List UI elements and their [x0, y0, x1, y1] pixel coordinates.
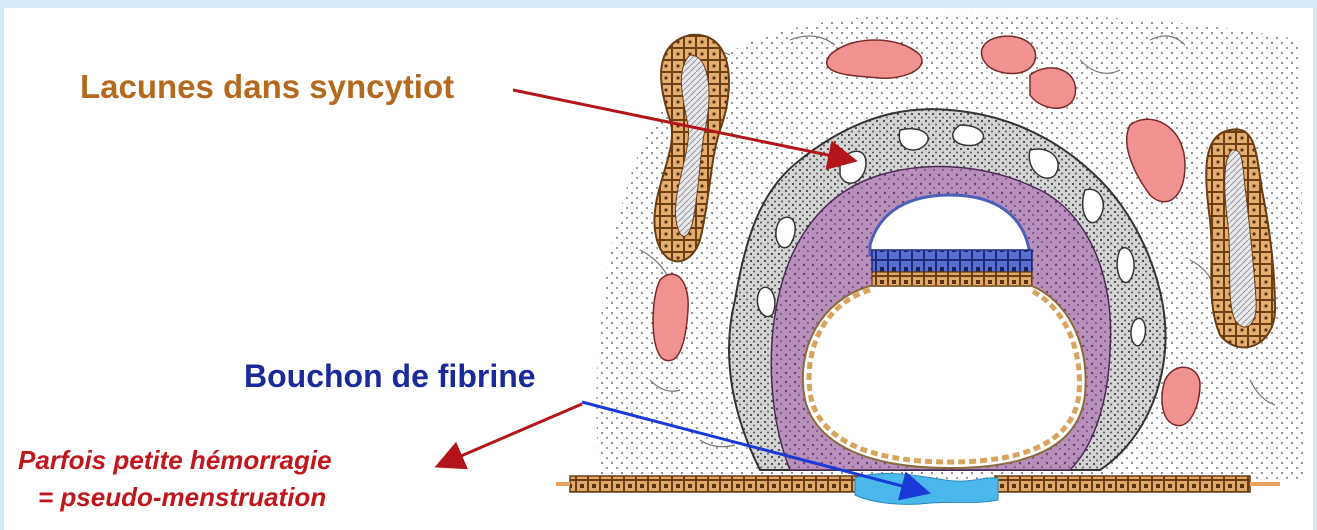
label-hemorragie-line2: = pseudo-menstruation — [38, 482, 326, 513]
label-bouchon-fibrine: Bouchon de fibrine — [244, 358, 536, 395]
epiblast — [872, 250, 1032, 272]
arrow-hemorragie — [440, 404, 582, 465]
label-hemorragie-line1: Parfois petite hémorragie — [18, 445, 332, 476]
yolk-sac — [803, 286, 1086, 468]
hypoblast — [872, 272, 1032, 286]
label-lacunes: Lacunes dans syncytiot — [80, 68, 454, 106]
